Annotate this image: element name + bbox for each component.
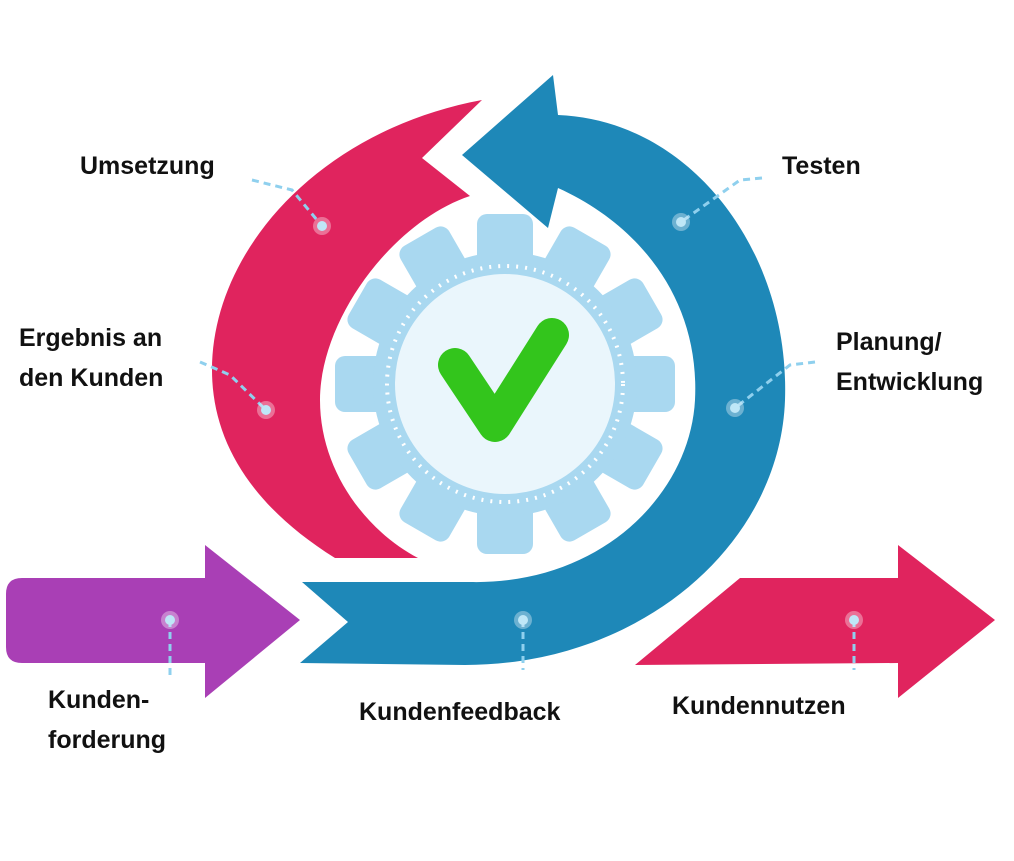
label-planung: Planung/ Entwicklung <box>836 322 983 402</box>
check-icon <box>438 318 569 442</box>
connector-lines <box>168 176 856 680</box>
label-kundenfeedback: Kundenfeedback <box>359 692 560 732</box>
label-ergebnis-line2: den Kunden <box>19 364 164 392</box>
label-testen-text: Testen <box>782 152 861 180</box>
blue-cycle-arrow <box>300 75 786 665</box>
label-kundenforderung-line2: forderung <box>48 726 167 754</box>
label-umsetzung: Umsetzung <box>80 146 215 186</box>
label-ergebnis: Ergebnis an den Kunden <box>19 318 163 398</box>
label-planung-line2: Entwicklung <box>836 368 984 396</box>
purple-input-arrow <box>6 545 300 698</box>
label-kundenforderung: Kunden- forderung <box>48 680 166 760</box>
label-kundenforderung-line1: Kunden- <box>48 686 150 714</box>
label-kundenfeedback-text: Kundenfeedback <box>359 698 561 726</box>
label-umsetzung-text: Umsetzung <box>80 152 215 180</box>
label-testen: Testen <box>782 146 861 186</box>
label-kundennutzen-text: Kundennutzen <box>672 692 846 720</box>
pink-output-arrow <box>635 545 995 698</box>
pink-cycle-arrow <box>212 100 482 558</box>
label-kundennutzen: Kundennutzen <box>672 686 846 726</box>
connector-dots <box>161 213 863 629</box>
label-ergebnis-line1: Ergebnis an <box>19 324 163 352</box>
label-planung-line1: Planung/ <box>836 328 942 356</box>
